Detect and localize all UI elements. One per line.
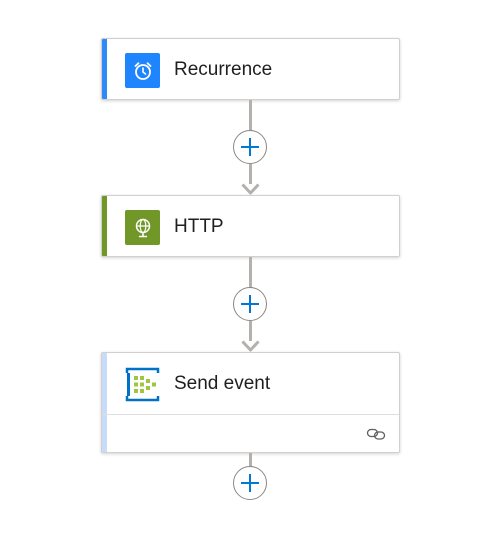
connector-line — [249, 257, 252, 289]
connector-line — [249, 453, 252, 467]
add-step-button[interactable] — [233, 130, 267, 164]
step-footer — [102, 414, 399, 452]
plus-icon — [241, 474, 259, 492]
step-title: Send event — [174, 373, 271, 394]
step-title: HTTP — [174, 216, 224, 237]
connector-line — [249, 100, 252, 132]
plus-icon — [241, 295, 259, 313]
step-title: Recurrence — [174, 59, 273, 80]
arrow-down-icon — [241, 183, 260, 195]
step-card-recurrence[interactable]: Recurrence — [101, 38, 400, 100]
add-step-button[interactable] — [233, 287, 267, 321]
connector-line — [249, 321, 252, 341]
alarm-clock-icon — [125, 53, 160, 88]
connector-line — [249, 164, 252, 184]
arrow-down-icon — [241, 340, 260, 352]
plus-icon — [241, 138, 259, 156]
link-icon[interactable] — [366, 426, 386, 442]
step-accent-bar — [102, 353, 107, 452]
step-card-send-event[interactable]: Send event — [101, 352, 400, 453]
add-step-button[interactable] — [233, 466, 267, 500]
step-header[interactable]: Send event — [102, 353, 399, 414]
step-accent-bar — [102, 39, 107, 99]
event-hub-icon — [125, 367, 160, 402]
step-accent-bar — [102, 196, 107, 256]
step-card-http[interactable]: HTTP — [101, 195, 400, 257]
step-header[interactable]: HTTP — [102, 196, 399, 256]
step-header[interactable]: Recurrence — [102, 39, 399, 99]
globe-icon — [125, 210, 160, 245]
